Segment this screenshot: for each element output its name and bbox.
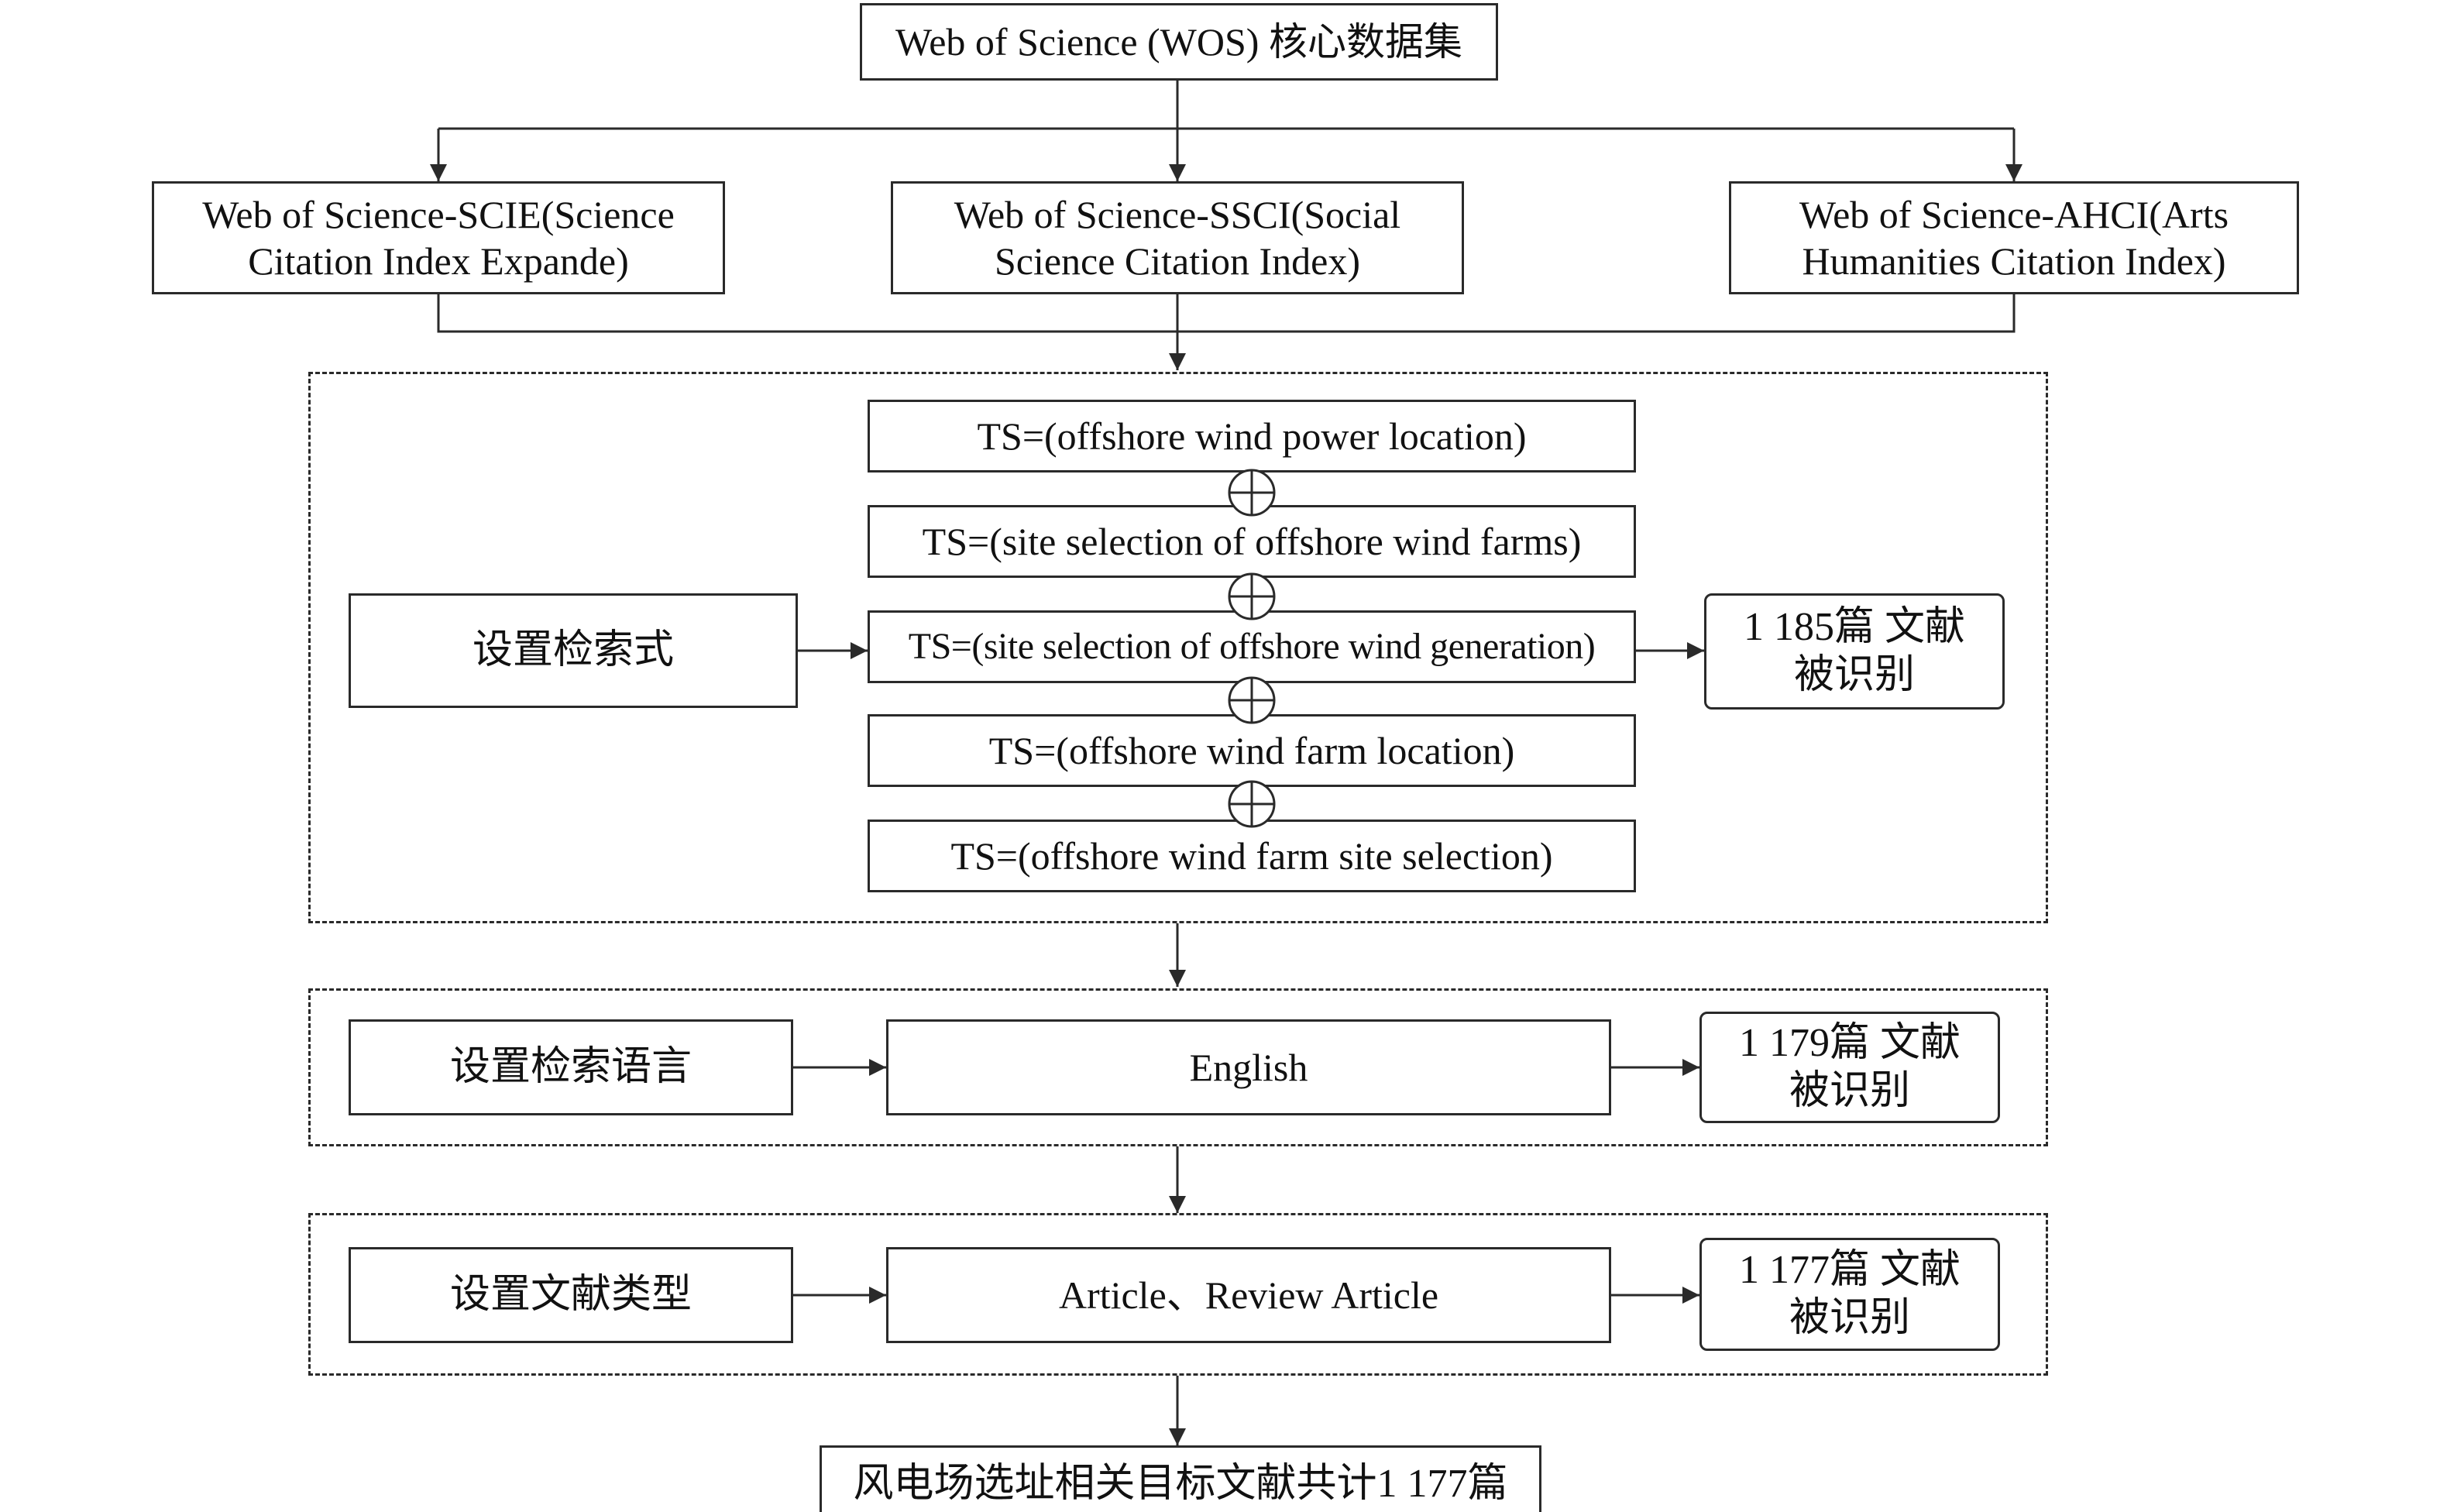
database-label-ahci: Web of Science-AHCI(Arts Humanities Cita… [1799, 193, 2229, 283]
database-box-ahci: Web of Science-AHCI(Arts Humanities Cita… [1729, 181, 2299, 294]
type-value-text: Article、Review Article [1058, 1273, 1439, 1317]
source-label: Web of Science (WOS) 核心数据集 [895, 20, 1462, 64]
query-stage-frame [308, 372, 2048, 923]
database-box-ssci: Web of Science-SSCI(Social Science Citat… [891, 181, 1464, 294]
query-result-box: 1 185篇 文献被识别 [1704, 593, 2005, 710]
oplus-icon [1228, 676, 1276, 724]
query-result-text: 1 185篇 文献被识别 [1743, 604, 1965, 697]
language-stage-frame [308, 988, 2048, 1146]
query-text-2: TS=(site selection of offshore wind farm… [922, 520, 1582, 563]
language-result-text: 1 179篇 文献被识别 [1738, 1020, 1961, 1113]
database-label-scie: Web of Science-SCIE(Science Citation Ind… [202, 193, 675, 283]
connector-databases-merge [437, 294, 2016, 333]
query-text-1: TS=(offshore wind power location) [977, 414, 1527, 458]
query-stage-label: 设置检索式 [349, 593, 798, 708]
database-box-scie: Web of Science-SCIE(Science Citation Ind… [152, 181, 725, 294]
query-box-1: TS=(offshore wind power location) [868, 400, 1636, 472]
query-text-5: TS=(offshore wind farm site selection) [950, 834, 1553, 878]
query-box-3: TS=(site selection of offshore wind gene… [868, 610, 1636, 683]
language-value-box: English [886, 1019, 1611, 1115]
oplus-icon [1228, 780, 1276, 828]
type-stage-label: 设置文献类型 [349, 1247, 793, 1343]
query-text-3: TS=(site selection of offshore wind gene… [908, 626, 1596, 668]
oplus-icon [1228, 572, 1276, 620]
final-label: 风电场选址相关目标文献共计1 177篇 [853, 1461, 1508, 1506]
language-value-text: English [1189, 1046, 1308, 1089]
query-box-4: TS=(offshore wind farm location) [868, 714, 1636, 787]
query-text-4: TS=(offshore wind farm location) [988, 729, 1515, 772]
type-result-text: 1 177篇 文献被识别 [1738, 1247, 1961, 1340]
database-label-ssci: Web of Science-SSCI(Social Science Citat… [954, 193, 1401, 283]
type-value-box: Article、Review Article [886, 1247, 1611, 1343]
language-stage-label-text: 设置检索语言 [449, 1044, 692, 1089]
source-box: Web of Science (WOS) 核心数据集 [860, 3, 1498, 81]
query-box-5: TS=(offshore wind farm site selection) [868, 820, 1636, 892]
type-stage-frame [308, 1213, 2048, 1376]
connector-source-split [438, 81, 2014, 130]
query-stage-label-text: 设置检索式 [472, 627, 674, 672]
query-box-2: TS=(site selection of offshore wind farm… [868, 505, 1636, 578]
type-stage-label-text: 设置文献类型 [449, 1272, 692, 1317]
language-result-box: 1 179篇 文献被识别 [1699, 1012, 2000, 1123]
language-stage-label: 设置检索语言 [349, 1019, 793, 1115]
oplus-icon [1228, 469, 1276, 517]
final-box: 风电场选址相关目标文献共计1 177篇 [820, 1445, 1541, 1512]
type-result-box: 1 177篇 文献被识别 [1699, 1238, 2000, 1351]
